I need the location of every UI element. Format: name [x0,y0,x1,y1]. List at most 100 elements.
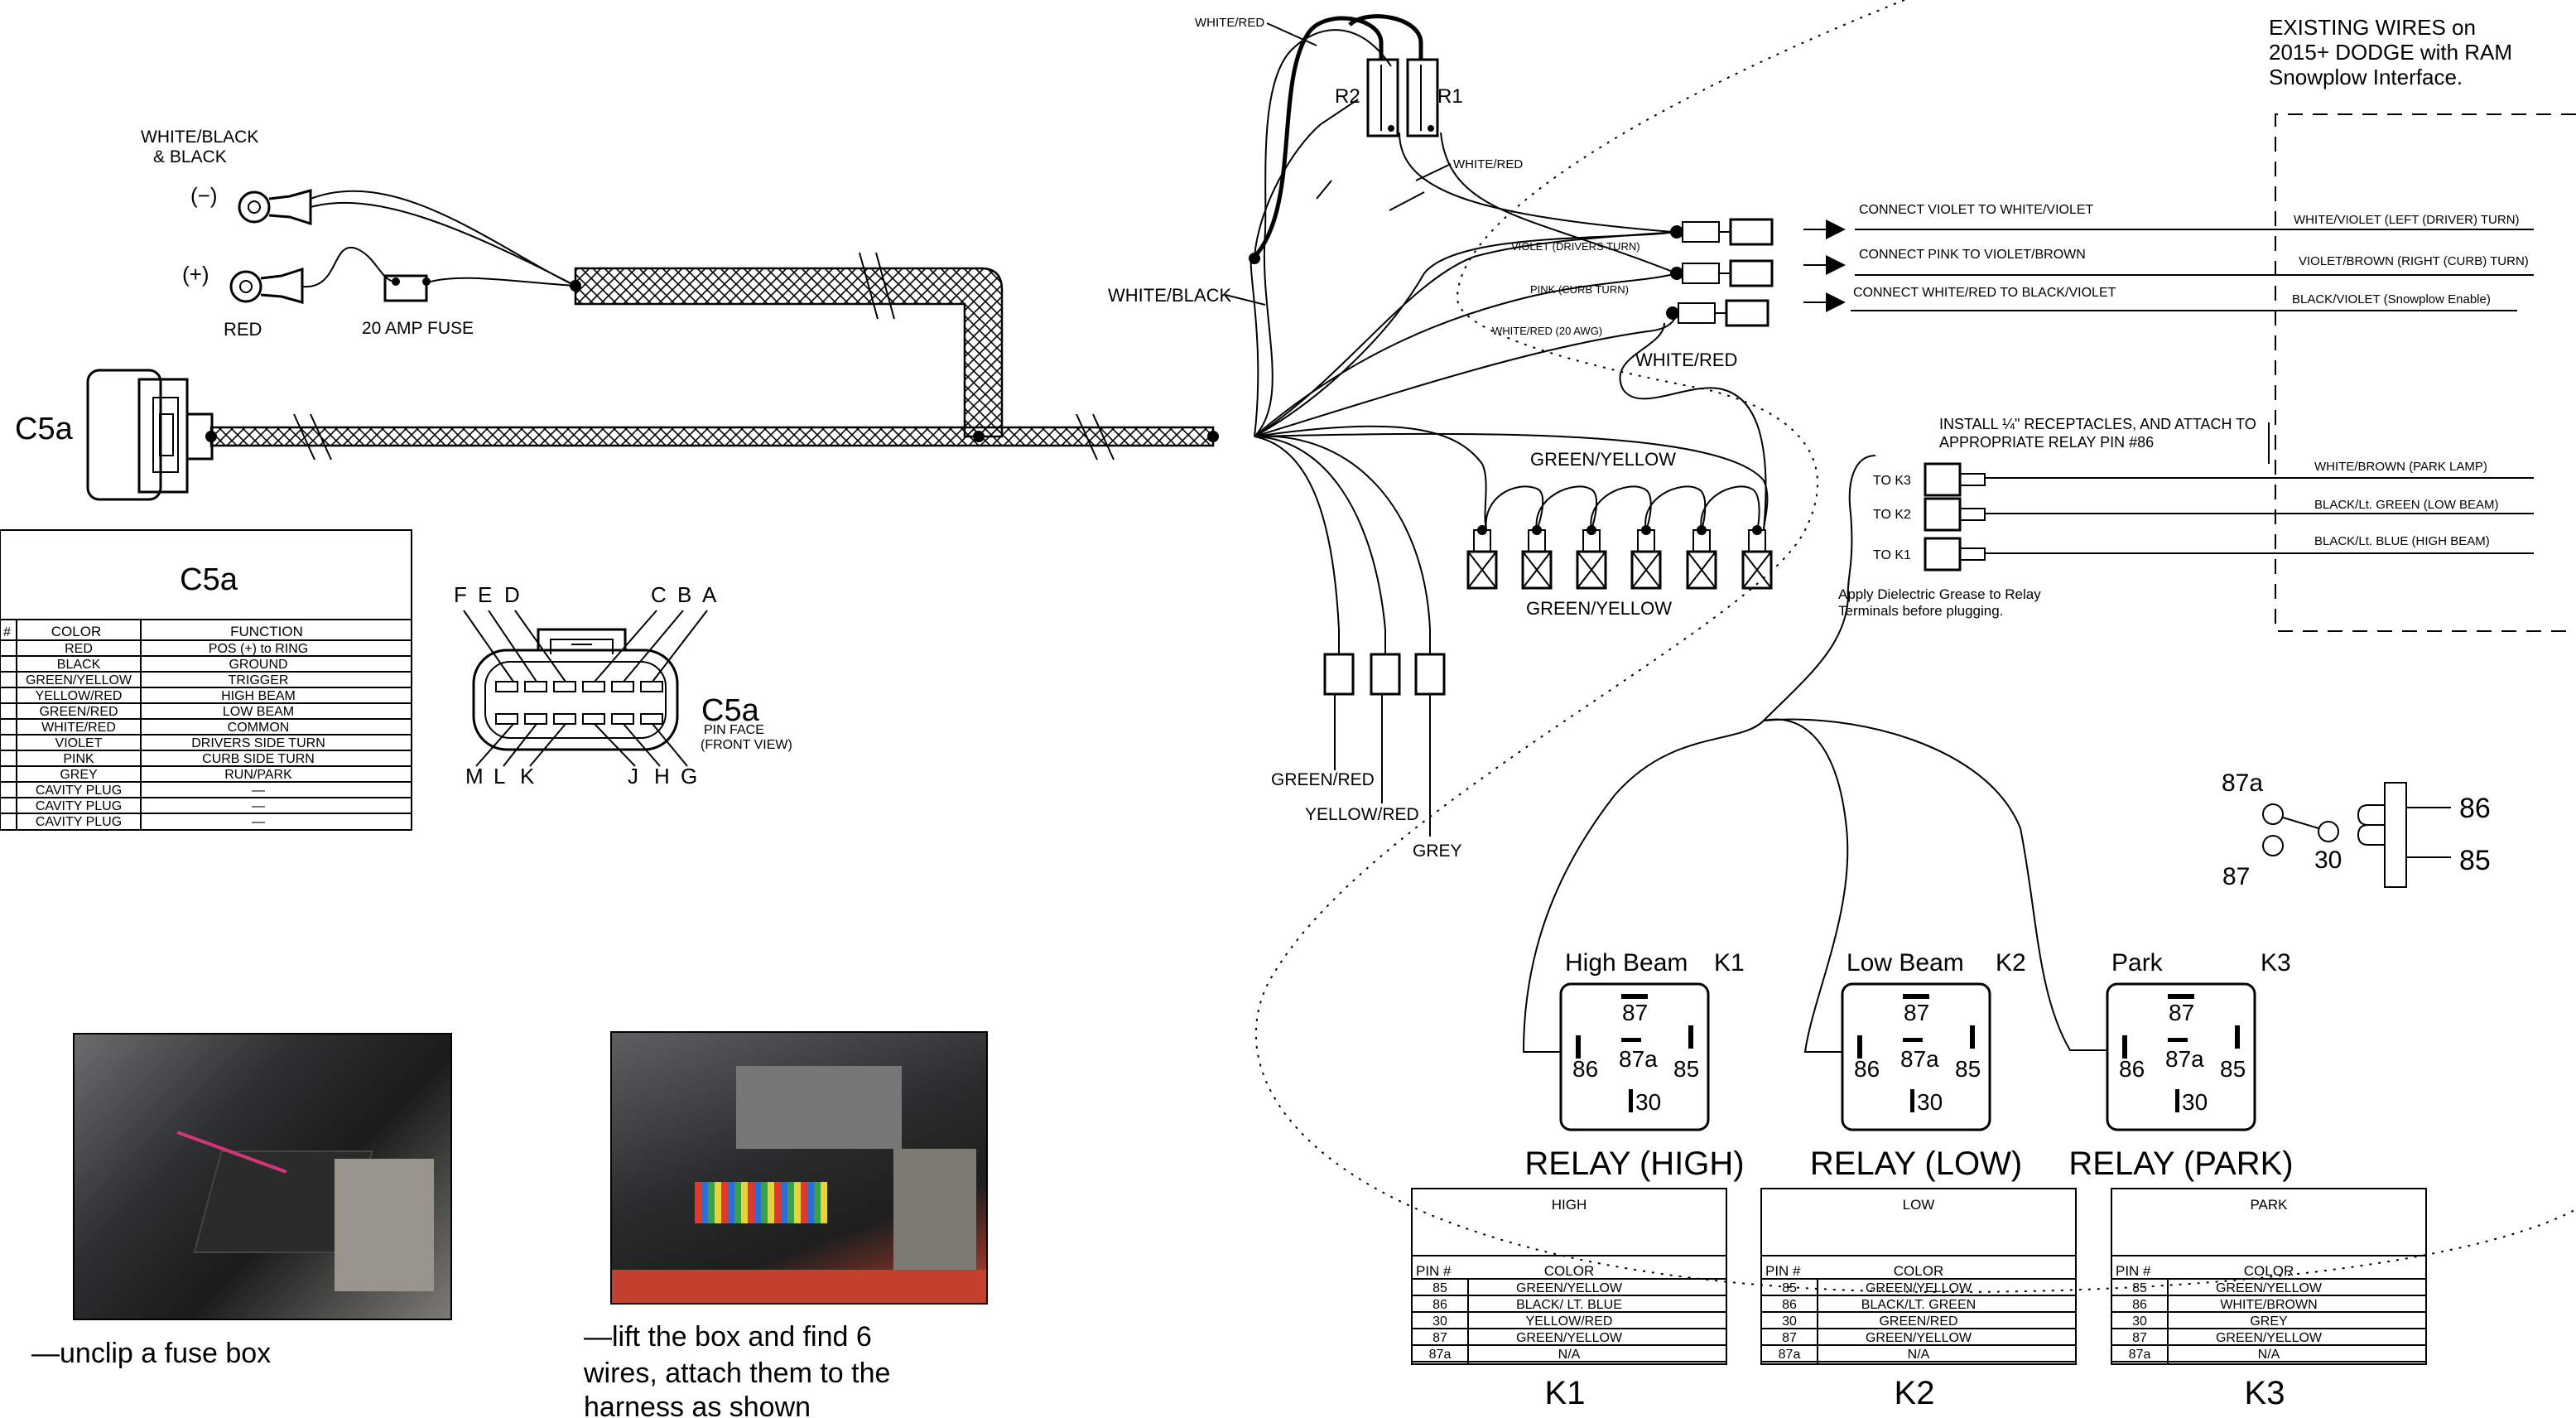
ground-wire-label-2: & BLACK [153,147,227,166]
relay-pin-87-blade [1621,994,1648,999]
break-marks [293,252,1115,461]
receptacle-k2-wire: BLACK/Lt. GREEN (LOW BEAM) [2314,498,2499,512]
pin-slot-bottom [640,713,663,725]
relay-table-head-color: COLOR [1894,1263,1943,1279]
relay-table-id: K3 [2245,1375,2285,1411]
pin-slot-bottom [582,713,605,725]
gy-connector-cross [1467,551,1497,589]
relay-table-color: BLACK/LT. GREEN [1861,1298,1976,1312]
relay-pin-86: 86 [1572,1056,1598,1082]
pin-slot-top [611,681,634,692]
c5a-col-number: # [3,625,11,639]
pin-leader [652,723,688,767]
receptacle-k1: TO K1 BLACK/Lt. BLUE (HIGH BEAM) [1873,534,2534,572]
photo2-caption-3: harness as shown [584,1391,811,1418]
relay-table-pin: 85 [2132,1281,2147,1295]
c5a-row-color: YELLOW/RED [36,689,123,703]
ground-wire-label-1: WHITE/BLACK [141,128,258,147]
c5a-row-color: BLACK [57,658,101,672]
relay-pin-30-blade [1629,1089,1633,1112]
gy-connector [1466,550,1498,590]
relay-table-color: N/A [2258,1348,2280,1362]
c5a-row-function: — [252,799,265,813]
pin-slot-bottom [524,713,547,725]
c5a-row-function: LOW BEAM [223,705,294,719]
grease-note-2: Terminals before plugging. [1838,603,2003,619]
relay-name: Low Beam [1847,949,1964,977]
relay-table-pin: 85 [1432,1281,1447,1295]
pin-letter-bottom: J [628,764,638,789]
connection-target-1: WHITE/VIOLET (LEFT (DRIVER) TURN) [2294,213,2520,227]
relay-table-color: GREY [2250,1314,2288,1329]
power-wire-label: RED [224,319,262,340]
relay-table-color: BLACK/ LT. BLUE [1516,1298,1622,1312]
power-terminal: (+) RED 20 AMP FUSE [182,246,576,340]
green-yellow-bus [1466,485,1773,590]
pin-slot-bottom [611,713,634,725]
relay-table-pin: 30 [1432,1314,1447,1329]
gy-connector [1741,550,1773,590]
relay-table-frame [1760,1188,2077,1365]
pin-leader [623,610,684,682]
connection-rows: CONNECT VIOLET TO WHITE/VIOLET WHITE/VIO… [1666,203,2534,327]
fuse-label: 20 AMP FUSE [362,319,474,338]
relay-pin-86-blade [2122,1035,2127,1059]
legend-30: 30 [2314,846,2342,874]
connection-row-violet: CONNECT VIOLET TO WHITE/VIOLET WHITE/VIO… [1670,203,2534,246]
relay-table-head-color: COLOR [1544,1263,1594,1279]
pin-letter-top: F [454,582,467,607]
label-pink: PINK (CURB TURN) [1530,283,1629,296]
c5a-row-function: DRIVERS SIDE TURN [191,736,325,750]
resistor-r1-label: R1 [1437,85,1463,108]
relay-pin-85-blade [1688,1025,1693,1049]
main-harness [205,252,1219,461]
receptacle-k1-to: TO K1 [1873,548,1911,562]
relay-pin-87-blade [1903,994,1929,999]
relay-pin-87a-blade [1621,1038,1641,1042]
c5a-row-color: CAVITY PLUG [36,799,122,813]
relay-pin-30-blade [1910,1089,1914,1112]
relay-table-color: WHITE/BROWN [2220,1298,2317,1312]
connection-target-3: BLACK/VIOLET (Snowplow Enable) [2292,292,2491,306]
c5a-row-function: CURB SIDE TURN [202,752,315,766]
label-white-red-right: WHITE/RED [1453,157,1523,171]
relay-table-frame [2111,1188,2427,1365]
relay-pin-87: 87 [1904,1000,1929,1025]
resistors: R2 R1 [1253,14,1463,258]
gy-connector [1576,550,1607,590]
relay-table-pin: 30 [2132,1314,2147,1329]
photo2-caption-1: —lift the box and find 6 [584,1321,872,1353]
relay-table-pin: 87 [1782,1331,1797,1345]
relay-table-pin: 87a [2129,1348,2151,1362]
gy-connector-cross [1631,551,1661,589]
c5a-row-color: GREEN/YELLOW [26,673,132,687]
relay-table-pin: 86 [2132,1298,2147,1312]
grease-note-1: Apply Dielectric Grease to Relay [1838,586,2041,602]
legend-87a: 87a [2222,769,2263,797]
connection-instruction-3: CONNECT WHITE/RED TO BLACK/VIOLET [1853,286,2116,300]
label-yellow-red: YELLOW/RED [1305,805,1419,824]
existing-wires-note: EXISTING WIRES on 2015+ DODGE with RAM S… [2269,15,2512,89]
relay-pin-85: 85 [1673,1056,1699,1082]
c5a-col-color: COLOR [51,624,101,639]
receptacle-install-note-1: INSTALL ¼" RECEPTACLES, AND ATTACH TO [1939,416,2256,432]
pin-letter-top: E [478,582,492,607]
relay-id: K1 [1714,949,1745,977]
relay-pin-86-blade [1857,1035,1862,1059]
pin-letter-top: D [504,582,520,607]
pin-slot-bottom [553,713,576,725]
pin-letter-bottom: H [654,764,670,789]
connection-row-white-red: CONNECT WHITE/RED TO BLACK/VIOLET BLACK/… [1666,286,2517,327]
pin-letter-bottom: K [520,764,535,789]
harness-sleeve-main [209,426,1215,447]
c5a-row-function: RUN/PARK [224,768,292,782]
resistor-r1 [1406,58,1439,137]
relay-body [1559,982,1710,1131]
power-polarity: (+) [182,262,209,287]
relay-caption: RELAY (LOW) [1810,1145,2022,1182]
